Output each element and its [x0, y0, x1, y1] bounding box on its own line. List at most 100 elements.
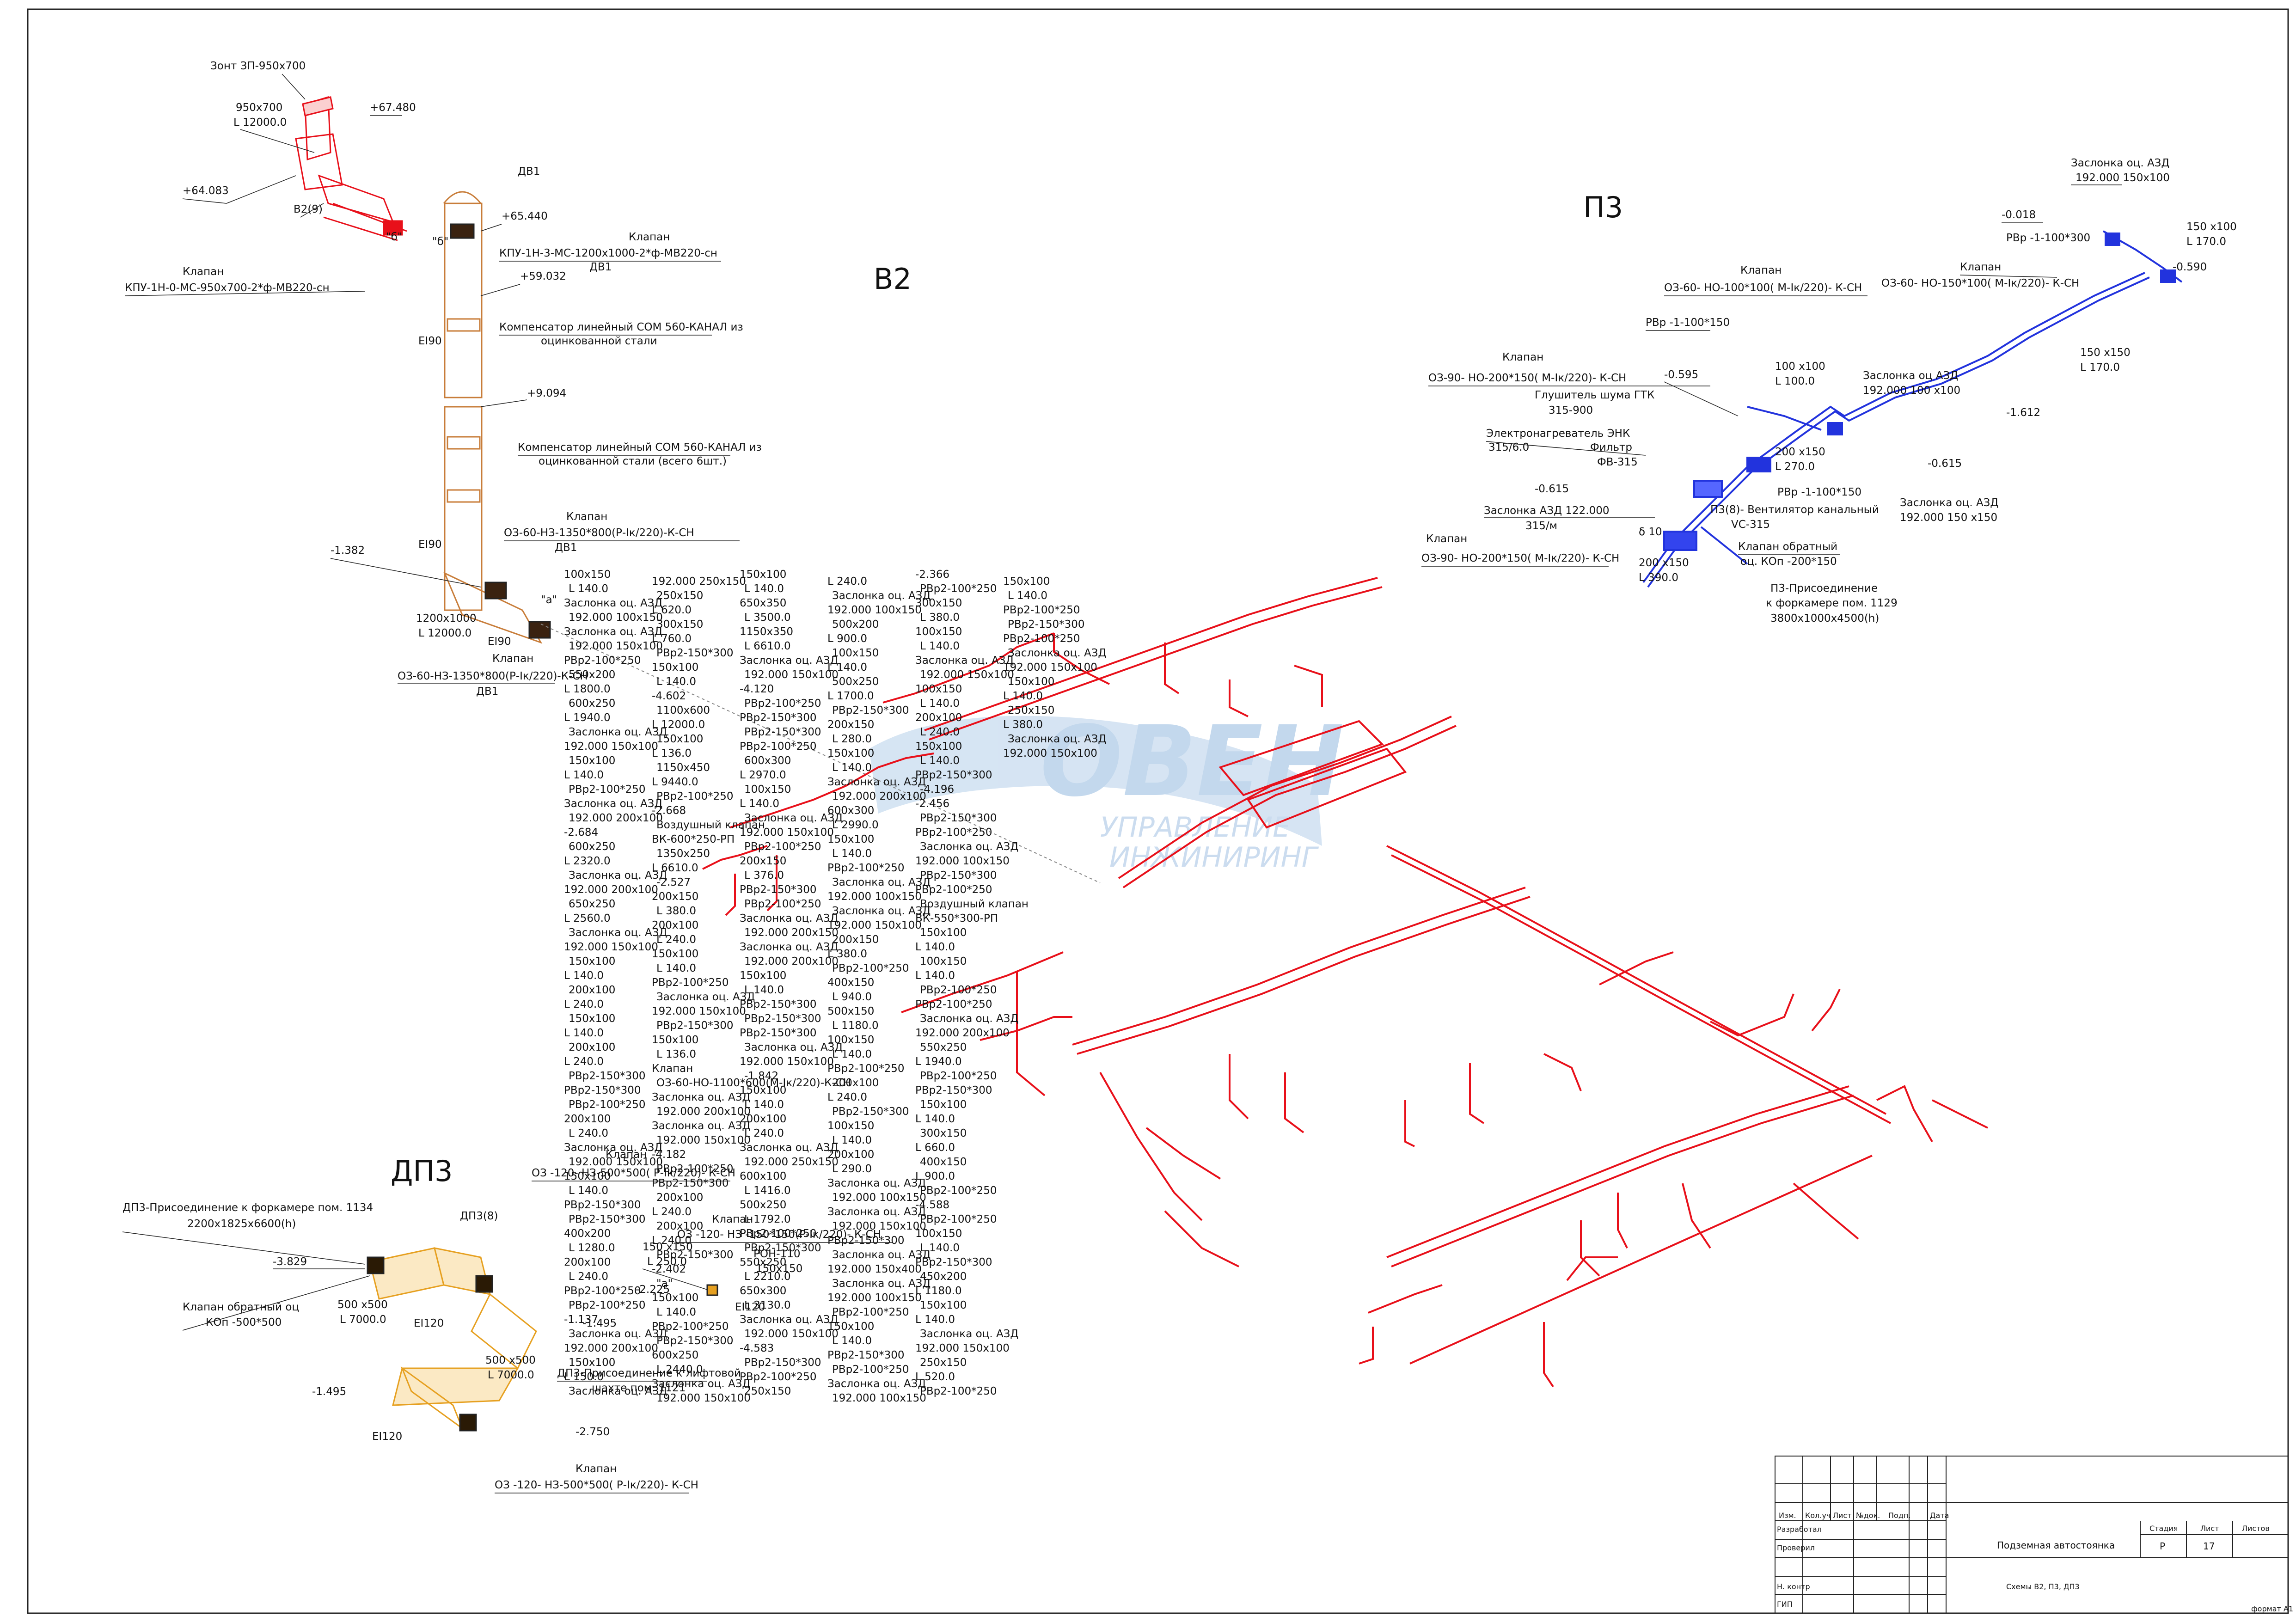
annotation-label: РВр2-100*250	[744, 698, 821, 710]
annotation-label: L 2560.0	[564, 912, 611, 924]
p3-ductwork	[1642, 230, 2183, 588]
tb-sheet-value: 17	[2203, 1541, 2215, 1552]
v2-bottom-4	[1580, 1220, 1600, 1277]
leader-line	[122, 1231, 366, 1265]
annotation-label: 192.000 150х100	[1003, 661, 1097, 673]
annotation-label: L 140.0	[920, 1242, 960, 1254]
annotation-label: L 140.0	[656, 1306, 696, 1318]
v2-bottom-2	[1359, 1327, 1374, 1365]
annotation-label: 150х100	[920, 1099, 967, 1111]
annotation-label: L 140.0	[915, 970, 955, 982]
annotation-label: РВр2-150*300	[827, 1235, 904, 1247]
annotation-label: -2.366	[915, 569, 949, 581]
v2-right-branch-2	[1710, 993, 1794, 1037]
annotation-label: 100х150	[915, 683, 962, 695]
annotation-label: -4.583	[740, 1342, 774, 1354]
annotation-label: оцинкованной стали	[541, 335, 657, 347]
annotation-label: Заслонка оц. АЗД	[740, 655, 838, 667]
annotation-label: L 1800.0	[564, 683, 611, 695]
annotation-label: КОп -500*500	[206, 1316, 282, 1328]
roof-duct-b	[318, 174, 394, 223]
annotation-label: δ 10	[1639, 526, 1662, 538]
leader-line	[330, 558, 481, 588]
annotation-label: L 380.0	[827, 948, 867, 960]
v2-lower-left-1	[901, 951, 1064, 1013]
annotation-label: 150х100	[569, 1013, 615, 1025]
annotation-label: L 170.0	[2186, 236, 2226, 248]
v2-mid-drop-4	[1469, 1063, 1485, 1124]
tb-sheets-header: Листов	[2242, 1524, 2270, 1533]
annotation-label: -1.382	[331, 545, 365, 557]
v2-central-duct-2	[1246, 747, 1407, 829]
annotation-label: РВр2-150*300	[915, 1084, 992, 1096]
annotation-label: РВр2-100*250	[569, 783, 645, 796]
annotation-label: L 6610.0	[744, 640, 791, 652]
v2-left-branch-3	[845, 753, 934, 787]
annotation-label: L 140.0	[832, 1335, 872, 1347]
annotation-label: РВр2-150*300	[744, 1013, 821, 1025]
annotation-label: 315-900	[1549, 404, 1593, 416]
annotation-label: L 140.0	[915, 941, 955, 953]
annotation-label: РВр -1-100*150	[1646, 317, 1730, 329]
annotation-label: 550х250	[920, 1041, 967, 1053]
annotation-label: ДВ1	[476, 686, 498, 698]
annotation-label: 192.000 100х150	[915, 855, 1010, 867]
v2-top-riser-3	[1229, 679, 1249, 717]
annotation-label: L 240.0	[827, 1091, 867, 1103]
annotation-label: -1.612	[2006, 407, 2040, 419]
annotation-label: 100х150	[564, 569, 611, 581]
annotation-label: L 900.0	[915, 1170, 955, 1182]
annotation-label: L 2440.0	[656, 1364, 703, 1376]
annotation-label: L 140.0	[920, 640, 960, 652]
annotation-label: L 2210.0	[744, 1271, 791, 1283]
dpz-ductwork	[367, 1247, 718, 1432]
annotation-label: ОЗ-60- НО-100*100( М-Iк/220)- К-СН	[1664, 282, 1862, 294]
annotation-label: РВр2-150*300	[569, 1070, 645, 1082]
annotation-label: Клапан	[1426, 533, 1467, 545]
annotation-label: 600х100	[740, 1170, 786, 1182]
annotation-label: L 140.0	[832, 1134, 872, 1146]
annotation-label: Заслонка оц АЗД	[1863, 370, 1958, 382]
annotation-label: РВр2-150*300	[740, 1027, 816, 1039]
shaft-valve-top	[450, 223, 475, 239]
annotation-label: EI120	[735, 1301, 765, 1313]
v2-bottom-3	[1543, 1322, 1554, 1388]
leader-line	[1664, 381, 1739, 416]
v2-mid-drop-5	[1543, 1053, 1582, 1091]
annotation-label: L 290.0	[832, 1163, 872, 1175]
section-title-dpz: ДП3	[391, 1154, 453, 1188]
annotation-label: РВр2-100*250	[915, 998, 992, 1010]
annotation-label: 500х150	[827, 1005, 874, 1017]
annotation-label: L 140.0	[920, 755, 960, 767]
annotation-label: Клапан	[183, 266, 224, 278]
annotation-label: Клапан	[566, 511, 607, 523]
annotation-label: L 6610.0	[652, 862, 698, 874]
annotation-label: "б"	[432, 236, 448, 248]
annotation-label: РВр2-150*300	[915, 769, 992, 781]
annotation-label: L 140.0	[656, 676, 696, 688]
annotation-label: РВр2-150*300	[656, 1020, 733, 1032]
annotation-label: РВр2-150*300	[652, 1177, 729, 1189]
annotation-label: Заслонка оц. АЗД	[832, 590, 931, 602]
v2-top-branch-1	[882, 632, 1054, 704]
annotation-label: КПУ-1Н-0-МС-950х700-2*ф-МВ220-сн	[125, 282, 330, 294]
annotation-label: 600х250	[569, 698, 615, 710]
annotation-label: L 12000.0	[233, 116, 287, 129]
annotation-label: L 1416.0	[744, 1185, 791, 1197]
annotation-label: L 2970.0	[740, 769, 786, 781]
p3-main-run-2	[1647, 276, 2150, 588]
v2-right-branch-3	[1811, 989, 1841, 1032]
annotation-label: РВр2-100*250	[915, 884, 992, 896]
annotation-label: L 140.0	[656, 962, 696, 974]
annotation-label: 250х150	[744, 1385, 791, 1397]
annotation-label: EI90	[488, 636, 511, 648]
annotation-label: РВр -1-100*300	[2006, 232, 2090, 244]
v2-left-branch-1	[730, 785, 846, 828]
annotation-label: 150х100	[740, 970, 786, 982]
annotation-label: РВр2-100*250	[827, 862, 904, 874]
annotation-label: РВр2-150*300	[827, 1349, 904, 1361]
annotation-label: РВр2-150*300	[569, 1213, 645, 1225]
annotation-label: ВК-550*300-РП	[915, 912, 998, 924]
annotation-label: L 1280.0	[569, 1242, 615, 1254]
annotation-label: 300х150	[920, 1127, 967, 1139]
